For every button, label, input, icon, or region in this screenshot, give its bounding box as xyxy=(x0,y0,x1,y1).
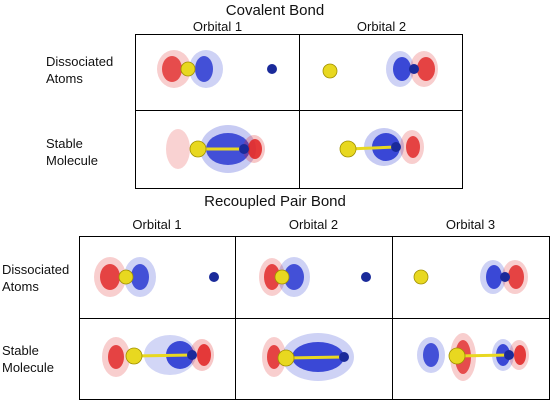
orbital-lobes xyxy=(386,51,438,87)
bond xyxy=(133,353,193,358)
covalent-divider-vertical xyxy=(299,34,300,189)
partner-atom xyxy=(239,144,249,154)
recoupled-stable-orbital-1 xyxy=(102,335,214,377)
sulfur-atom xyxy=(180,61,196,77)
recoupled-col-orbital-3: Orbital 3 xyxy=(445,217,496,232)
covalent-col-orbital-2: Orbital 2 xyxy=(356,19,407,34)
covalent-dissociated-orbital-2 xyxy=(322,51,438,87)
sulfur-atom xyxy=(322,63,338,79)
sulfur-atom xyxy=(125,347,143,365)
partner-atom xyxy=(391,142,401,152)
sulfur-atom xyxy=(413,269,429,285)
partner-atom xyxy=(339,352,349,362)
partner-atom xyxy=(187,350,197,360)
orbital-lobes xyxy=(94,257,156,297)
recoupled-stable-orbital-3 xyxy=(417,333,529,381)
recoupled-stable-orbital-2 xyxy=(262,333,354,381)
sulfur-atom xyxy=(274,269,290,285)
orbital-lobes xyxy=(166,125,265,173)
recoupled-divider-horizontal xyxy=(79,318,550,319)
sulfur-atom xyxy=(339,140,357,158)
partner-atom xyxy=(500,272,510,282)
bond xyxy=(285,355,345,360)
covalent-col-orbital-1: Orbital 1 xyxy=(192,19,243,34)
covalent-dissociated-orbital-1 xyxy=(157,50,277,88)
partner-atom xyxy=(504,350,514,360)
partner-atom xyxy=(209,272,219,282)
partner-atom xyxy=(361,272,371,282)
covalent-title: Covalent Bond xyxy=(225,2,325,19)
recoupled-dissociated-orbital-3 xyxy=(413,260,528,294)
sulfur-atom xyxy=(118,269,134,285)
partner-atom xyxy=(267,64,277,74)
covalent-stable-orbital-2 xyxy=(339,128,424,166)
partner-atom xyxy=(409,64,419,74)
recoupled-title: Recoupled Pair Bond xyxy=(204,193,346,210)
covalent-divider-horizontal xyxy=(135,110,463,111)
orbital-lobes xyxy=(480,260,528,294)
orbital-lobes xyxy=(157,50,223,88)
recoupled-col-orbital-2: Orbital 2 xyxy=(288,217,339,232)
recoupled-col-orbital-1: Orbital 1 xyxy=(132,217,182,232)
sulfur-atom xyxy=(189,140,207,158)
recoupled-dissociated-orbital-2 xyxy=(259,257,371,297)
covalent-stable-orbital-1 xyxy=(166,125,265,173)
orbital-lobes xyxy=(259,257,310,297)
sulfur-atom xyxy=(277,349,295,367)
bond xyxy=(456,353,510,358)
recoupled-dissociated-orbital-1 xyxy=(94,257,219,297)
sulfur-atom xyxy=(448,347,466,365)
